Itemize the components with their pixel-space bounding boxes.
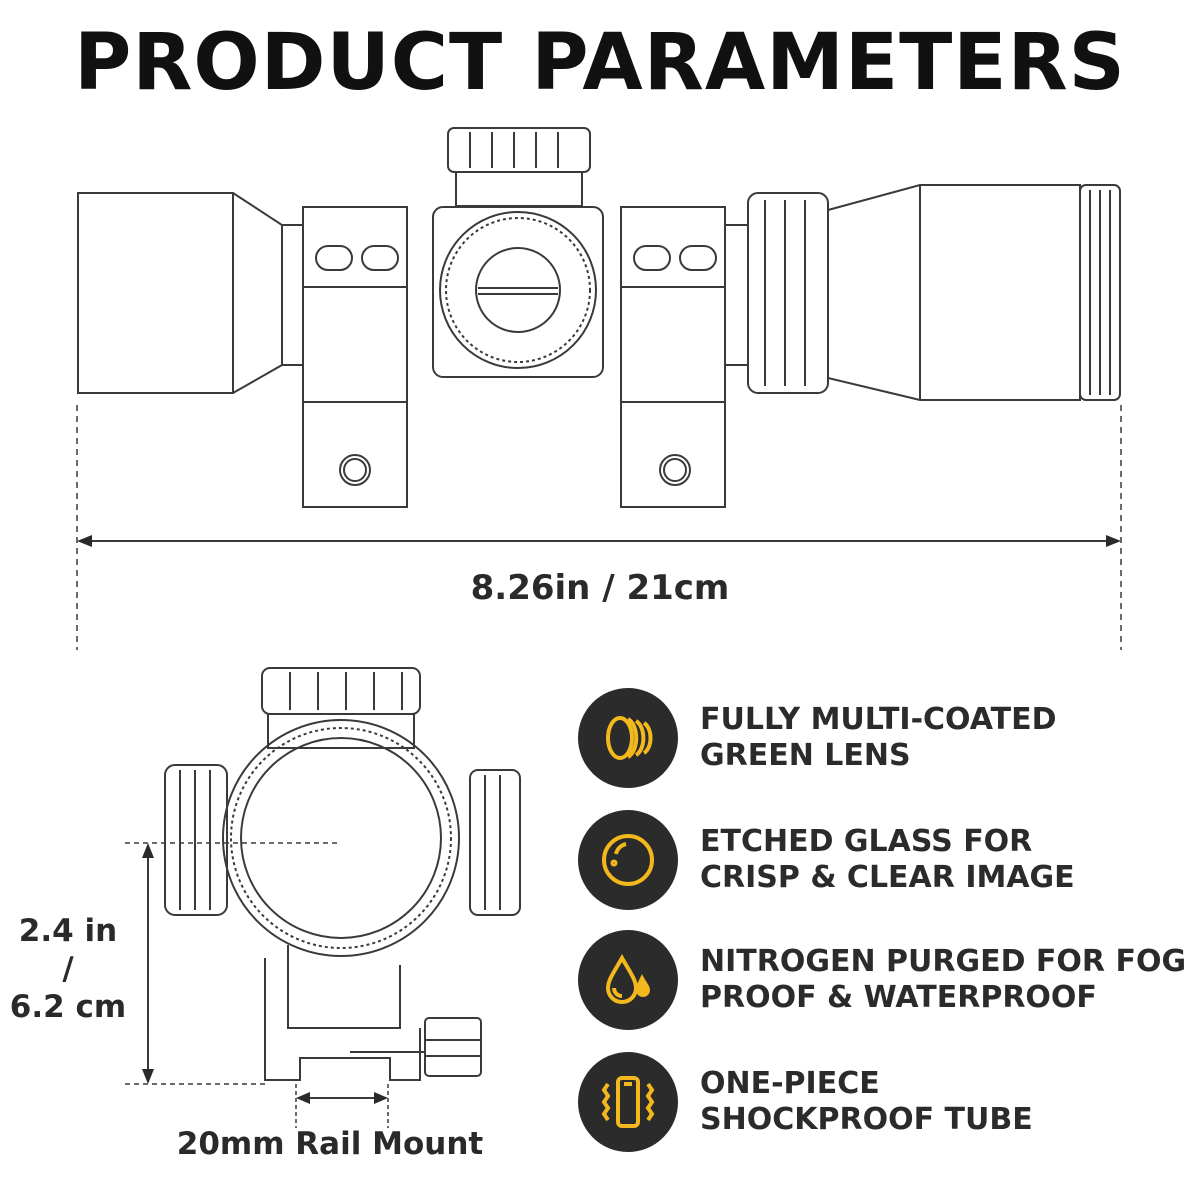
feature-waterproof-text: NITROGEN PURGED FOR FOG PROOF & WATERPRO…	[700, 944, 1187, 1015]
height-line-2: /	[62, 951, 74, 987]
feature-glass: ETCHED GLASS FOR CRISP & CLEAR IMAGE	[578, 810, 1198, 910]
feature-glass-text: ETCHED GLASS FOR CRISP & CLEAR IMAGE	[700, 824, 1075, 895]
length-dimension-label: 8.26in / 21cm	[470, 568, 730, 608]
height-dimension-label: 2.4 in / 6.2 cm	[8, 912, 128, 1026]
feature-shockproof: ONE-PIECE SHOCKPROOF TUBE	[578, 1052, 1198, 1152]
lens-icon	[578, 688, 678, 788]
glass-ball-icon	[578, 810, 678, 910]
feature-lens-text: FULLY MULTI-COATED GREEN LENS	[700, 702, 1057, 773]
height-line-3: 6.2 cm	[9, 989, 127, 1025]
height-line-1: 2.4 in	[18, 913, 118, 949]
shockproof-tube-icon	[578, 1052, 678, 1152]
feature-shockproof-text: ONE-PIECE SHOCKPROOF TUBE	[700, 1066, 1033, 1137]
feature-waterproof: NITROGEN PURGED FOR FOG PROOF & WATERPRO…	[578, 930, 1198, 1030]
water-drop-icon	[578, 930, 678, 1030]
feature-lens: FULLY MULTI-COATED GREEN LENS	[578, 688, 1198, 788]
page-title: PRODUCT PARAMETERS	[74, 18, 1126, 108]
rail-mount-label: 20mm Rail Mount	[176, 1126, 484, 1162]
